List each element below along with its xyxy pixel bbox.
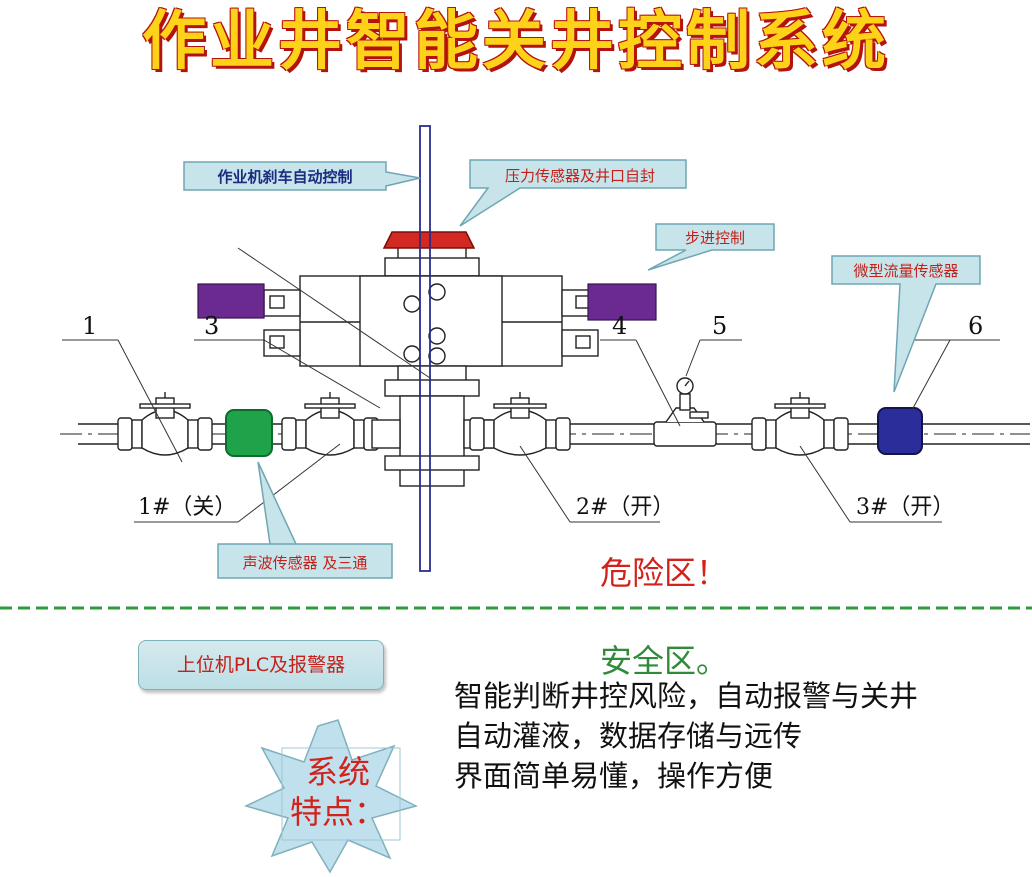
features-title-line2: 特点：	[289, 793, 386, 831]
wellhead-bop	[263, 245, 599, 487]
callout-pressure	[459, 159, 687, 227]
features-title: 系统 特点：	[288, 752, 388, 832]
features-starburst	[243, 719, 419, 874]
number-4: 4	[612, 312, 627, 340]
danger-zone-label: 危险区！	[600, 554, 729, 592]
valve-left-of-wellhead	[281, 392, 379, 456]
ram-actuator-left	[197, 283, 265, 319]
tubing-string	[419, 125, 431, 572]
callout-step	[647, 223, 775, 271]
features-title-line1: 系统	[305, 753, 370, 791]
callout-flow	[831, 255, 981, 393]
valve-label-2: 2#（开）	[576, 495, 674, 520]
valve-2	[469, 392, 571, 456]
acoustic-sensor	[225, 409, 273, 457]
pressure-sensor-cap	[382, 231, 476, 249]
callout-flow-text: 微型流量传感器	[853, 262, 958, 280]
number-1: 1	[82, 312, 97, 340]
callout-pressure-text: 压力传感器及井口自封	[505, 167, 655, 185]
leader-lines	[62, 247, 1000, 523]
step-control-unit	[653, 377, 717, 447]
number-6: 6	[968, 312, 983, 340]
valve-1	[117, 392, 213, 456]
page-title: 作业井智能关井控制系统	[142, 5, 890, 79]
number-3: 3	[204, 312, 219, 340]
valve-label-1: 1#（关）	[138, 495, 236, 520]
callout-step-text: 步进控制	[685, 229, 745, 247]
callout-brake-text: 作业机刹车自动控制	[217, 168, 352, 186]
features-list: 智能判断井控风险，自动报警与关井 自动灌液，数据存储与远传 界面简单易懂，操作方…	[454, 676, 918, 796]
valve-label-3: 3#（开）	[856, 495, 954, 520]
ram-actuator-right	[587, 283, 657, 321]
feature-item: 智能判断井控风险，自动报警与关井	[454, 679, 919, 713]
callout-brake	[183, 161, 421, 191]
feature-item: 界面简单易懂，操作方便	[454, 759, 774, 793]
callout-acoustic	[217, 461, 393, 579]
valve-3	[751, 392, 849, 456]
number-5: 5	[712, 312, 727, 340]
flow-sensor	[877, 407, 923, 455]
plc-alarm-box: 上位机PLC及报警器	[138, 640, 384, 690]
feature-item: 自动灌液，数据存储与远传	[454, 719, 803, 753]
callout-acoustic-text: 声波传感器 及三通	[243, 554, 368, 572]
safe-zone-label: 安全区。	[600, 642, 729, 680]
